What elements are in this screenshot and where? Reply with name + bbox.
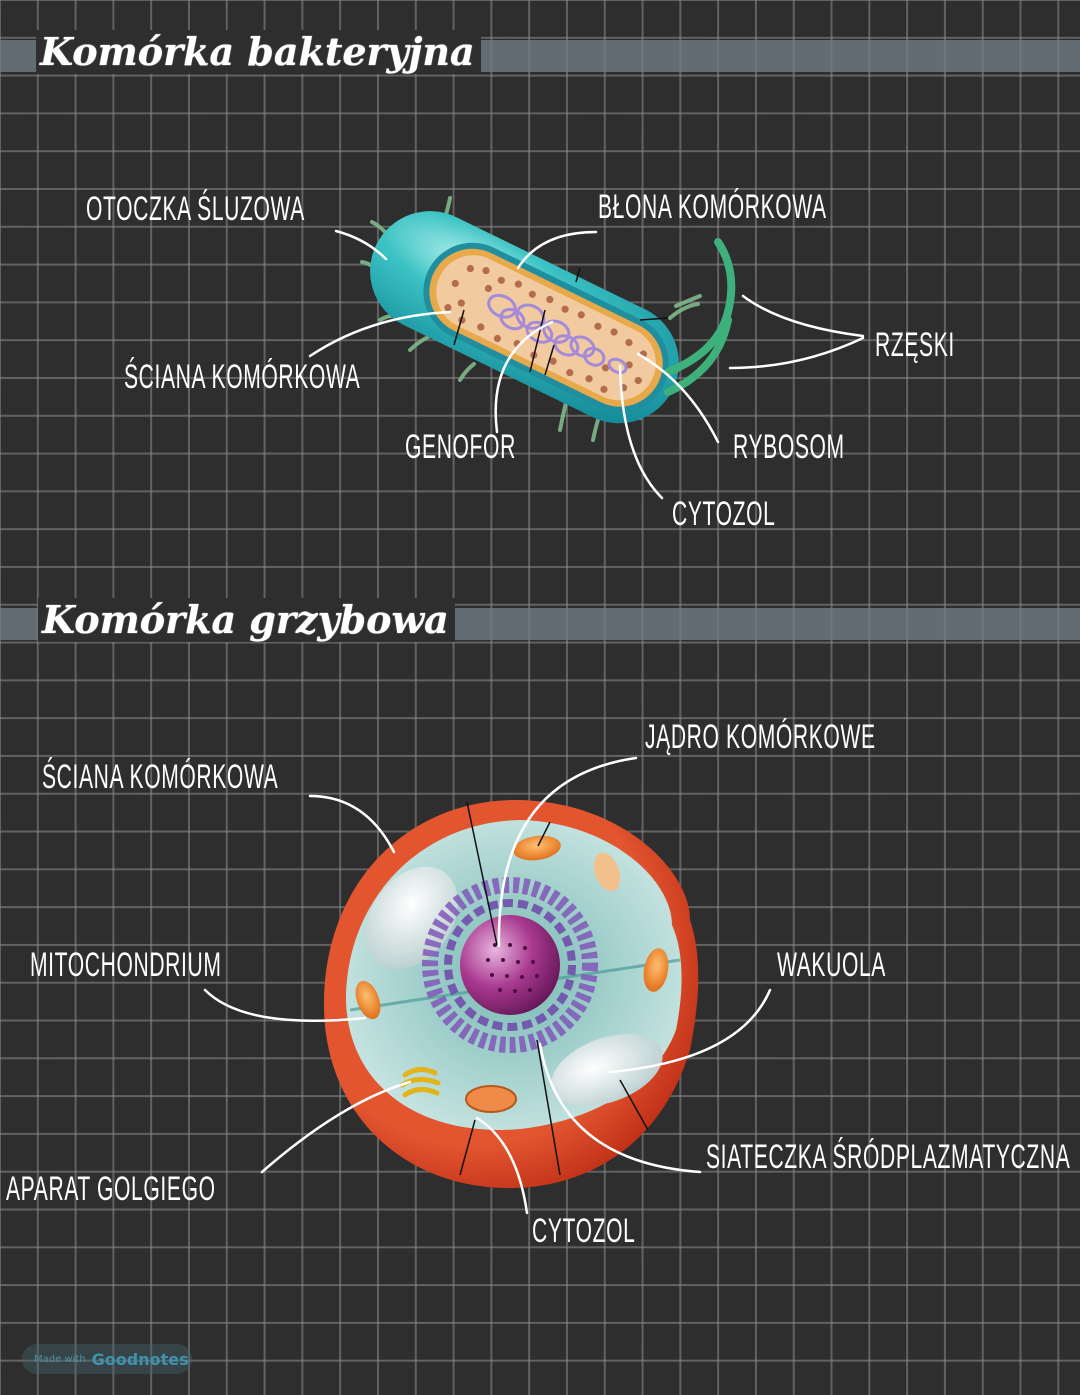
leader-rzeski-1 bbox=[741, 294, 865, 338]
label-cytozol-grzyb: CYTOZOL bbox=[532, 1212, 636, 1250]
label-genofor: GENOFOR bbox=[405, 428, 516, 466]
label-jadro-komorkowe: JĄDRO KOMÓRKOWE bbox=[645, 718, 876, 756]
leader-blona bbox=[516, 230, 598, 270]
label-rybosom: RYBOSOM bbox=[733, 428, 845, 466]
goodnotes-watermark: Made with Goodnotes bbox=[22, 1344, 192, 1374]
label-wakuola: WAKUOLA bbox=[777, 946, 886, 984]
leader-otoczka bbox=[334, 229, 388, 261]
leader-cytozol-grzyb bbox=[475, 1116, 529, 1215]
leader-siateczka bbox=[538, 1042, 702, 1174]
label-rzeski: RZĘSKI bbox=[875, 326, 955, 364]
section-title-fungal: Komórka grzybowa bbox=[38, 598, 455, 642]
leader-wakuola bbox=[608, 988, 772, 1074]
leader-golgi bbox=[260, 1080, 412, 1174]
leader-sciana-grzyb bbox=[308, 794, 396, 854]
fungal-cell-illustration bbox=[323, 800, 699, 1189]
leader-cytozol-bakt bbox=[618, 364, 664, 500]
bacterium-illustration bbox=[360, 196, 736, 442]
label-cytozol-bakt: CYTOZOL bbox=[672, 495, 776, 533]
section-title-bacteria: Komórka bakteryjna bbox=[36, 30, 481, 74]
label-sciana-komorkowa-grzyb: ŚCIANA KOMÓRKOWA bbox=[42, 758, 279, 796]
leader-genofor bbox=[494, 320, 554, 434]
label-sciana-komorkowa-bakt: ŚCIANA KOMÓRKOWA bbox=[124, 358, 361, 396]
label-blona-komorkowa: BŁONA KOMÓRKOWA bbox=[598, 188, 827, 226]
leader-sciana-bakt bbox=[308, 310, 452, 358]
watermark-prefix: Made with bbox=[34, 1353, 86, 1365]
leader-rybosom bbox=[636, 352, 720, 444]
label-otoczka-sluzowa: OTOCZKA ŚLUZOWA bbox=[86, 190, 305, 228]
leader-jadro bbox=[497, 756, 638, 948]
watermark-brand: Goodnotes bbox=[91, 1349, 189, 1369]
label-mitochondrium: MITOCHONDRIUM bbox=[30, 946, 222, 984]
label-siateczka-srodplazmatyczna: SIATECZKA ŚRÓDPLAZMATYCZNA bbox=[706, 1138, 1071, 1176]
label-aparat-golgiego: APARAT GOLGIEGO bbox=[6, 1170, 216, 1208]
leader-mitochondrium bbox=[203, 988, 367, 1023]
leader-rzeski-2 bbox=[728, 336, 865, 370]
